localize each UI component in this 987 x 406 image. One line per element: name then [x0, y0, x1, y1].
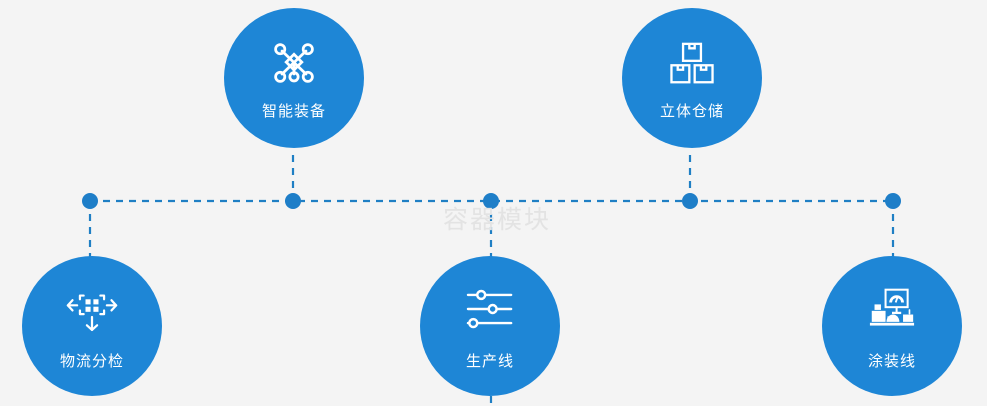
sorting-arrows-icon: [64, 284, 120, 334]
node-label: 立体仓储: [659, 102, 724, 120]
junction-dot: [885, 193, 901, 209]
network-nodes-icon: [266, 38, 322, 88]
node-label: 物流分检: [59, 352, 124, 370]
watermark-text: 容器模块: [443, 205, 552, 234]
node-warehouse[interactable]: 立体仓储: [622, 8, 762, 148]
junction-dot: [82, 193, 98, 209]
stacked-boxes-icon: [664, 38, 720, 88]
node-label: 涂装线: [867, 352, 916, 370]
junction-dot: [483, 193, 499, 209]
node-label: 智能装备: [261, 102, 326, 120]
sliders-icon: [462, 284, 518, 334]
junction-dot: [285, 193, 301, 209]
node-painting-line[interactable]: 涂装线: [822, 256, 962, 396]
junction-dots: [82, 193, 901, 209]
node-production-line[interactable]: 生产线: [420, 256, 560, 396]
junction-dot: [682, 193, 698, 209]
factory-machine-icon: [864, 284, 920, 334]
node-smart-equipment[interactable]: 智能装备: [224, 8, 364, 148]
node-label: 生产线: [465, 352, 514, 370]
node-logistics-sorting[interactable]: 物流分检: [22, 256, 162, 396]
